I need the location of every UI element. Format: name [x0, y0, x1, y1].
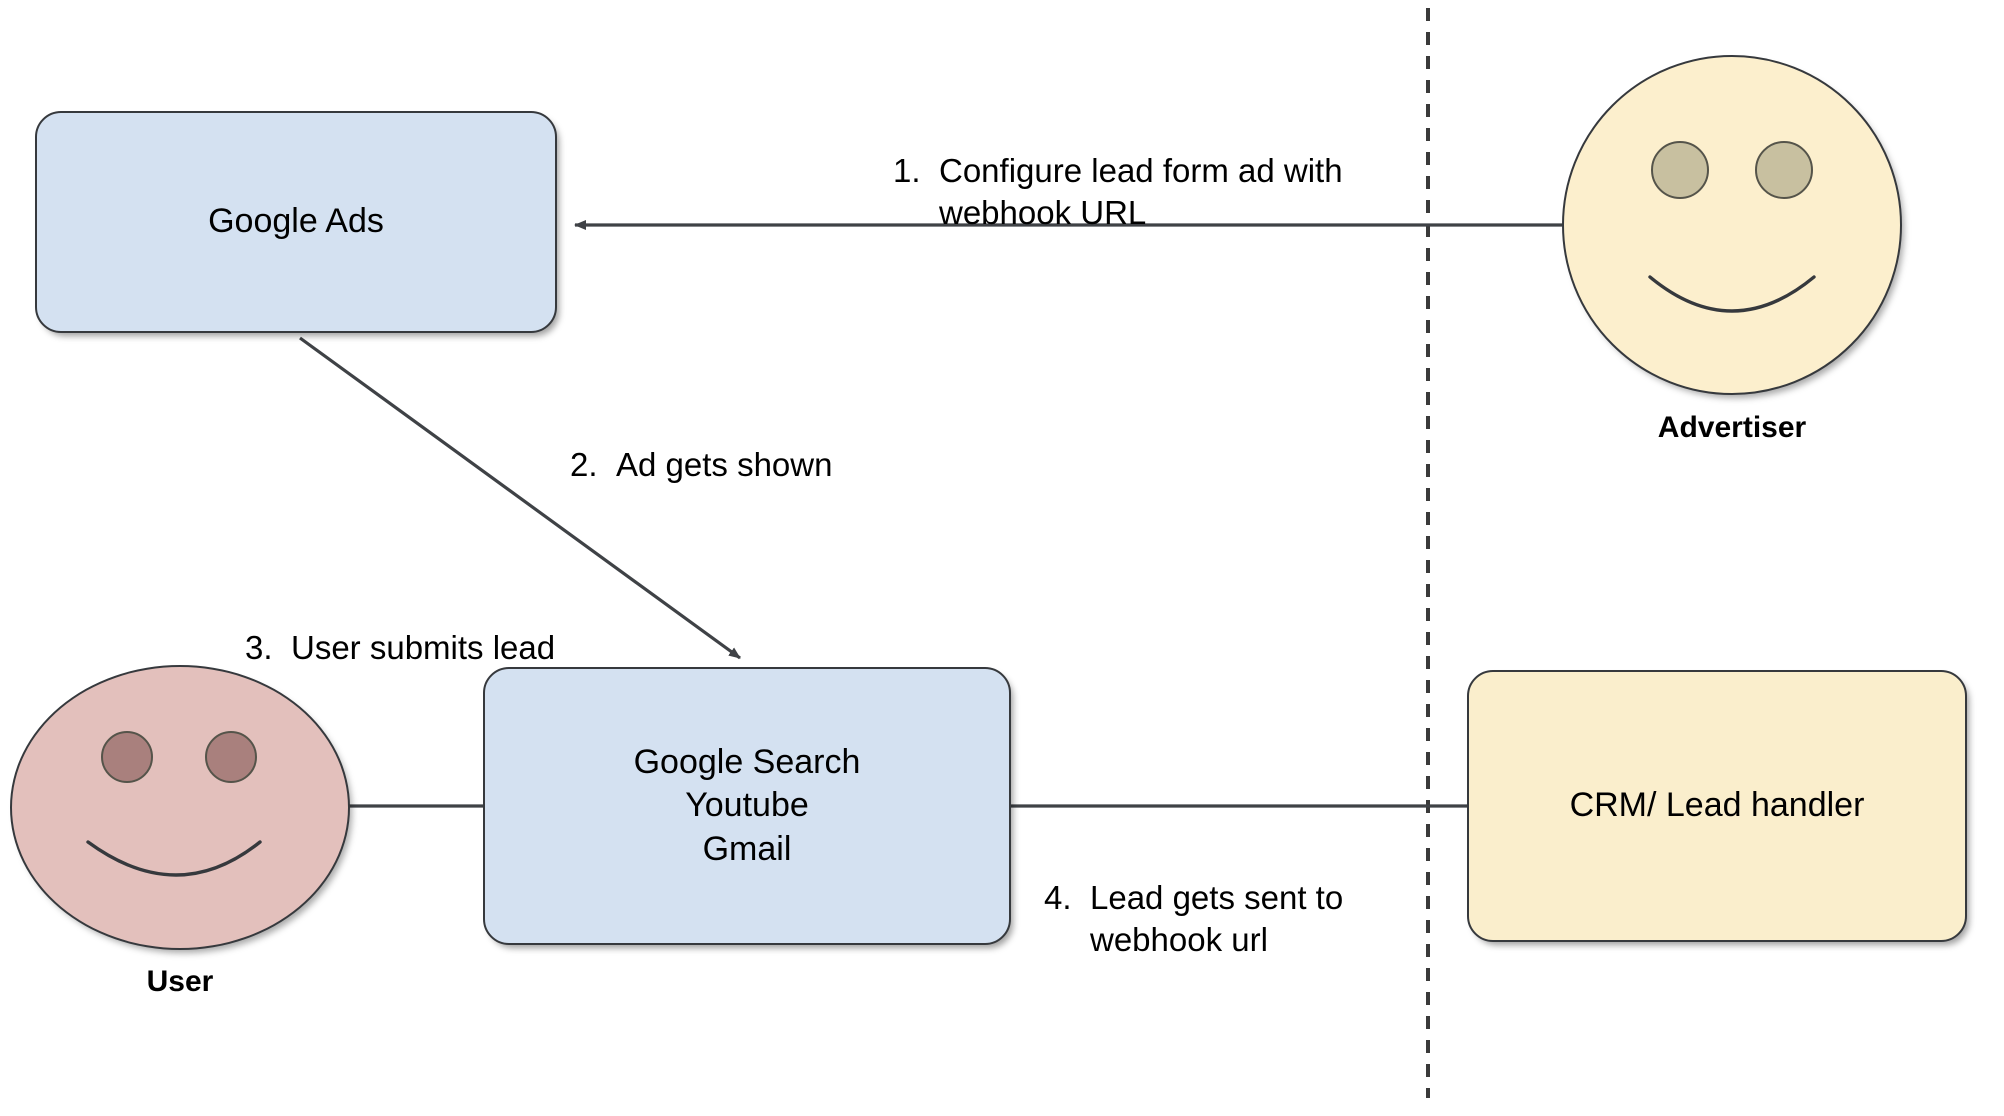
user-smile — [86, 840, 262, 877]
advertiser-right-eye — [1755, 141, 1813, 199]
node-crm[interactable]: CRM/ Lead handler — [1467, 670, 1967, 942]
actor-user-label: User — [146, 965, 214, 998]
edge-label-step-4: 4. Lead gets sent to webhook url — [1044, 835, 1444, 961]
edge-label-step-3-text: User submits lead — [291, 628, 556, 666]
node-google-ads[interactable]: Google Ads — [35, 111, 557, 333]
edge-label-step-4-text: Lead gets sent to webhook url — [1090, 878, 1344, 958]
user-face — [10, 665, 350, 950]
edge-label-step-1: 1. Configure lead form ad with webhook UR… — [893, 108, 1393, 234]
advertiser-smile — [1648, 275, 1816, 313]
actor-advertiser-label: Advertiser — [1657, 411, 1807, 444]
edge-label-step-4-number: 4. — [1044, 878, 1072, 916]
edge-label-step-3: 3. User submits lead — [245, 585, 665, 669]
edge-label-step-2-number: 2. — [570, 445, 598, 483]
advertiser-face — [1562, 55, 1902, 395]
edge-label-step-3-number: 3. — [245, 628, 273, 666]
edge-label-step-1-text: Configure lead form ad with webhook URL — [939, 151, 1343, 231]
user-left-eye — [101, 731, 153, 783]
user-face-features — [86, 731, 262, 877]
user-right-eye — [205, 731, 257, 783]
node-google-ads-label: Google Ads — [208, 202, 384, 241]
actor-advertiser[interactable]: Advertiser — [1562, 55, 1902, 445]
edge-label-step-2-text: Ad gets shown — [616, 445, 833, 483]
actor-user[interactable]: User — [10, 665, 350, 1055]
edge-label-step-2: 2. Ad gets shown — [570, 402, 990, 486]
advertiser-face-features — [1648, 141, 1816, 313]
advertiser-left-eye — [1651, 141, 1709, 199]
edge-label-step-1-number: 1. — [893, 151, 921, 189]
node-crm-label: CRM/ Lead handler — [1569, 786, 1865, 825]
node-google-surfaces[interactable]: Google Search Youtube Gmail — [483, 667, 1011, 945]
node-google-surfaces-label: Google Search Youtube Gmail — [633, 742, 861, 868]
